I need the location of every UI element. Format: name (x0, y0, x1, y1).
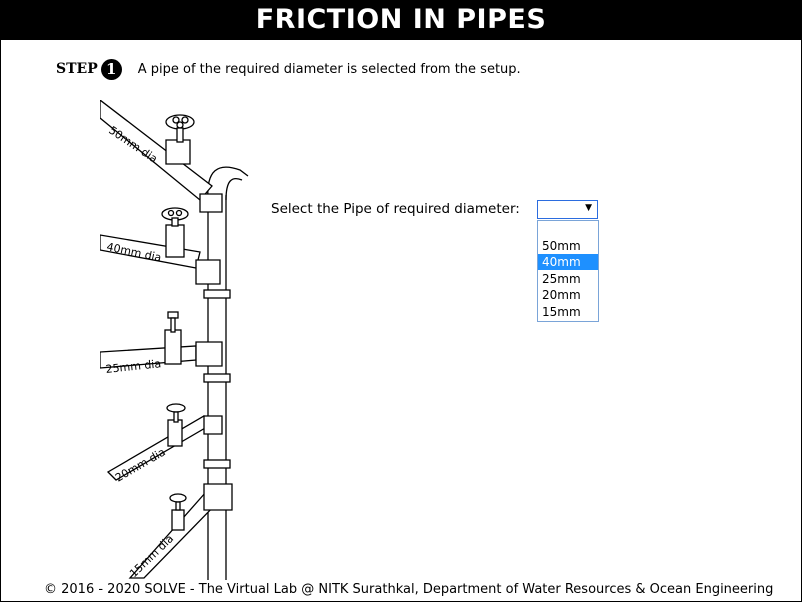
pipe-select-label: Select the Pipe of required diameter: (271, 201, 520, 217)
option-20mm[interactable]: 20mm (542, 288, 581, 302)
option-50mm[interactable]: 50mm (542, 239, 581, 253)
pipe-setup-illustration: 50mm dia 40mm dia 25mm dia 20mm dia 15mm… (100, 100, 249, 580)
step-text: A pipe of the required diameter is selec… (137, 61, 521, 77)
page-title: FRICTION IN PIPES (0, 0, 802, 40)
step-number-badge: 1 (100, 58, 122, 80)
step-instruction: STEP 1 A pipe of the required diameter i… (56, 56, 521, 82)
pipe-label-15mm: 15mm dia (127, 532, 176, 580)
option-25mm[interactable]: 25mm (542, 272, 581, 286)
option-40mm[interactable]: 40mm (538, 254, 598, 270)
step-label: STEP (56, 61, 98, 77)
option-blank[interactable] (538, 221, 598, 237)
footer-copyright: © 2016 - 2020 SOLVE - The Virtual Lab @ … (44, 582, 774, 597)
pipe-diameter-select[interactable]: ▼ (537, 200, 598, 219)
dropdown-arrow-icon: ▼ (585, 203, 592, 213)
pipe-label-25mm: 25mm dia (105, 357, 162, 376)
pipe-diameter-options: 50mm 40mm 25mm 20mm 15mm (537, 220, 599, 322)
option-15mm[interactable]: 15mm (542, 305, 581, 319)
